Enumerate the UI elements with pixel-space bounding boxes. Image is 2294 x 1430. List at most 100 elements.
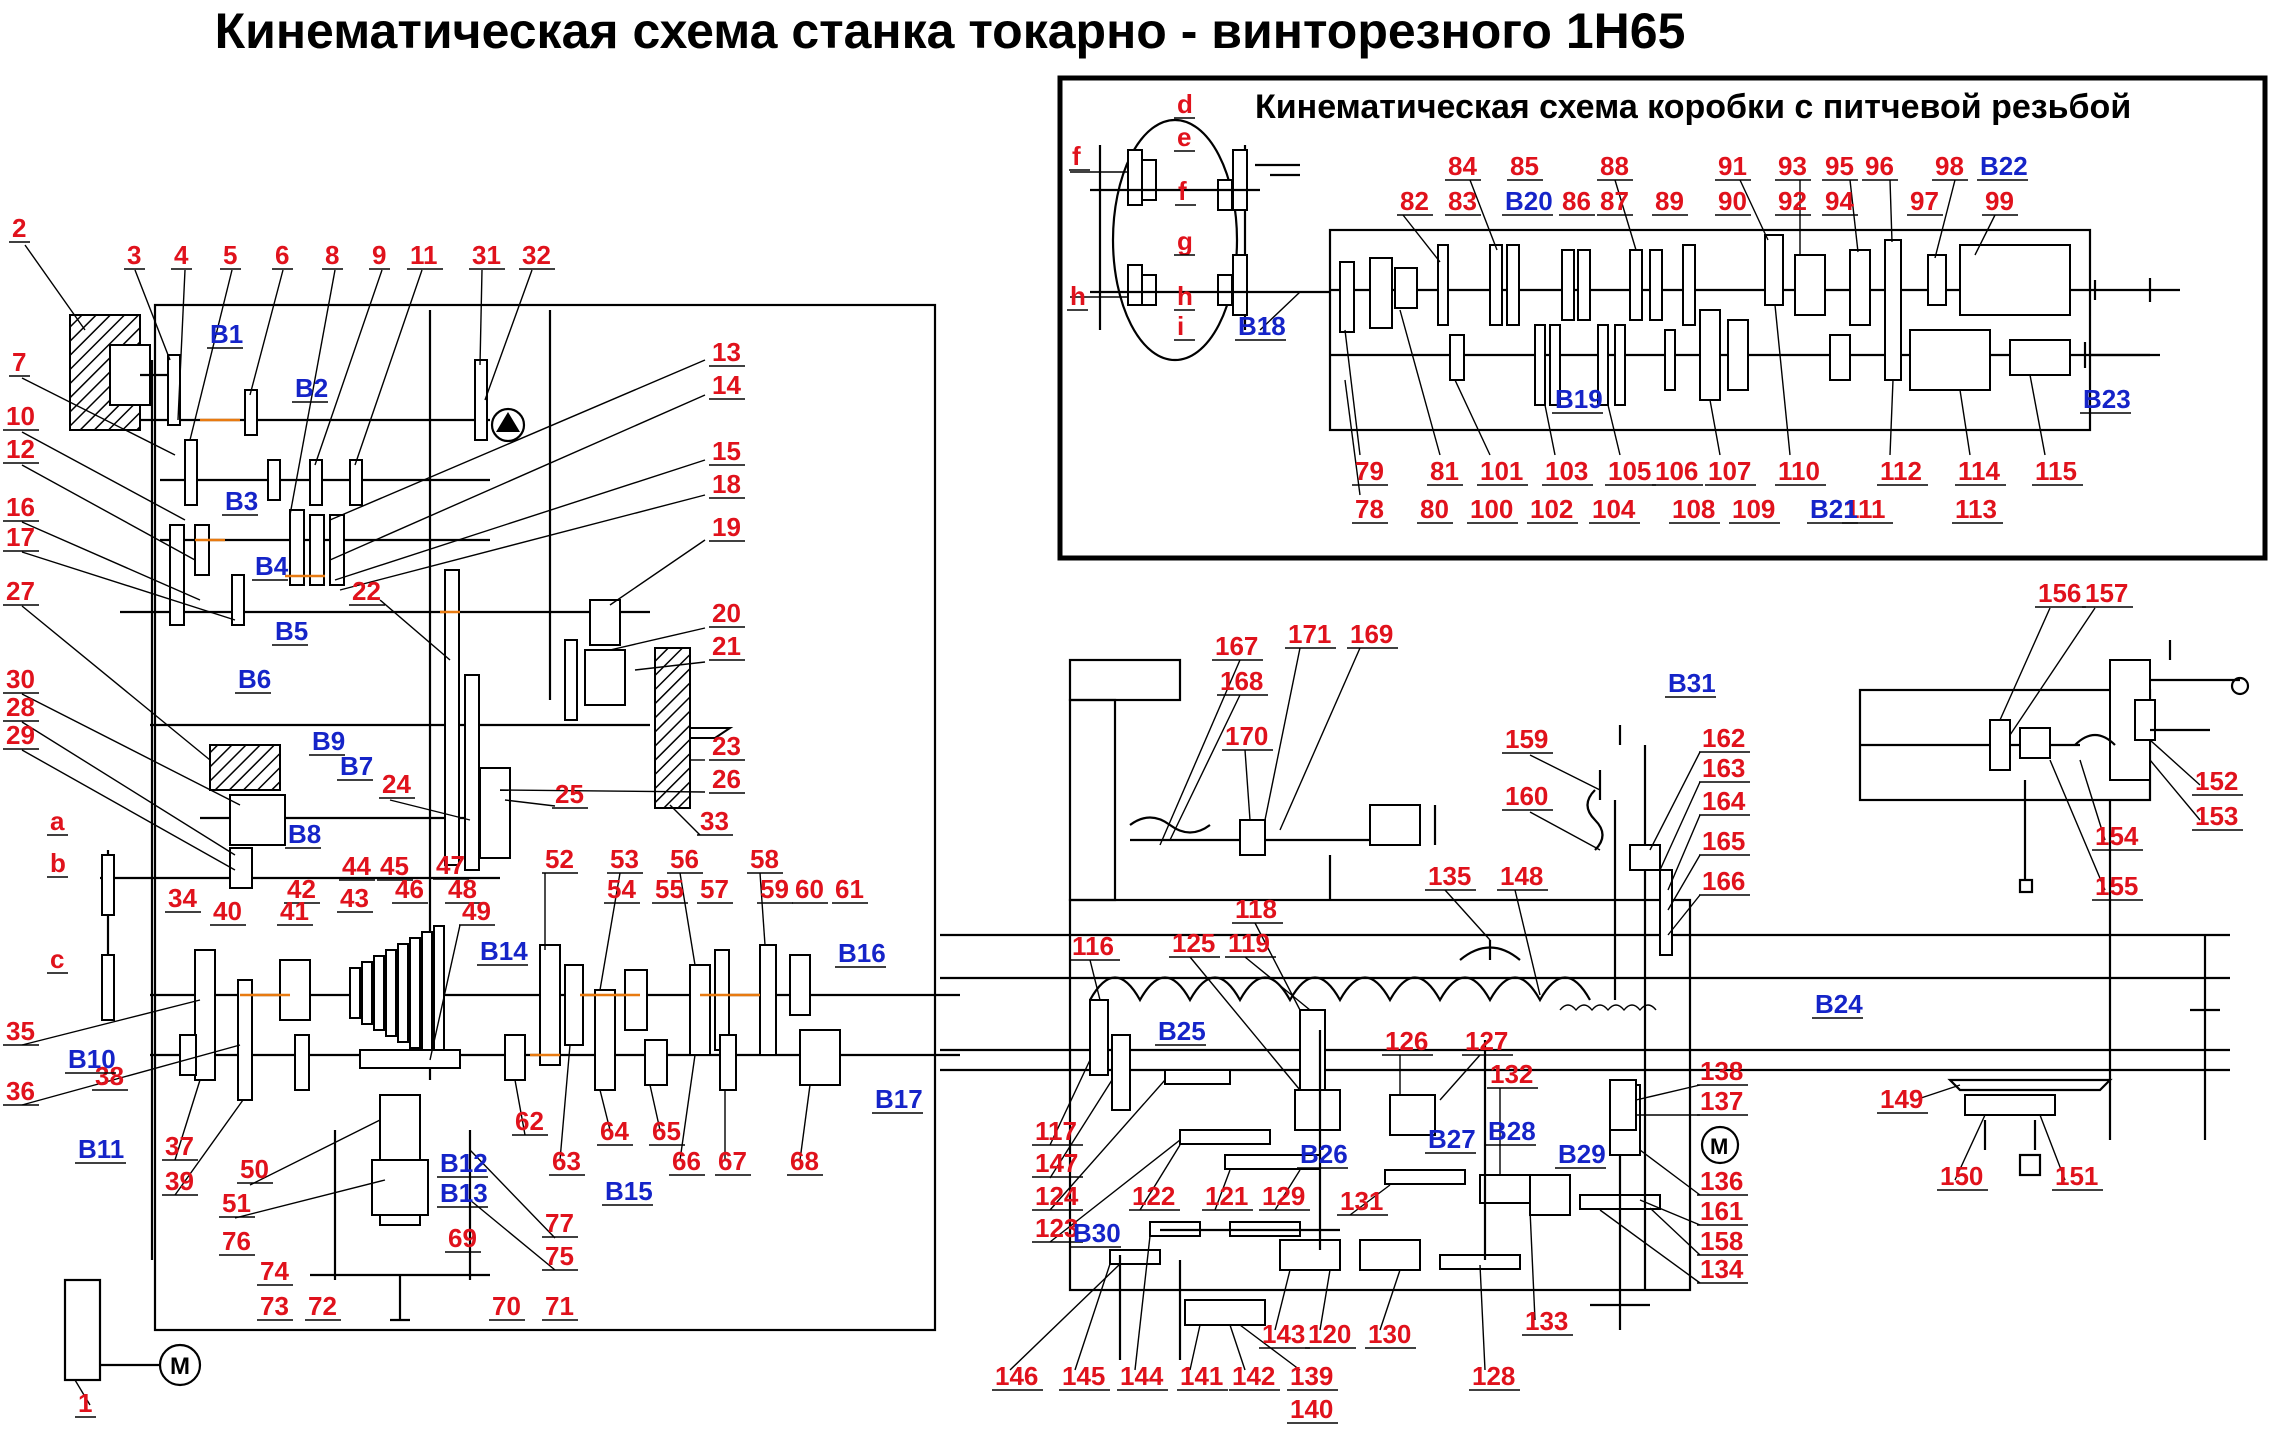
part-label: 51 xyxy=(222,1188,251,1218)
part-label: 72 xyxy=(308,1291,337,1321)
part-label: c xyxy=(50,944,64,974)
shaft-label: B10 xyxy=(68,1044,116,1074)
part-label: 150 xyxy=(1940,1161,1983,1191)
part-label: 76 xyxy=(222,1226,251,1256)
inset-part-label: 114 xyxy=(1958,456,2000,486)
inset-part-label: 93 xyxy=(1778,151,1807,181)
part-label: 69 xyxy=(448,1223,477,1253)
spindle-chuck xyxy=(654,647,691,809)
part-label: 73 xyxy=(260,1291,289,1321)
part-label: 70 xyxy=(492,1291,521,1321)
part-label: 43 xyxy=(340,883,369,913)
inset-part-label: h xyxy=(1177,281,1193,311)
shaft-label: B26 xyxy=(1300,1139,1348,1169)
part-label: 46 xyxy=(395,874,424,904)
inset-part-label: 84 xyxy=(1448,151,1477,181)
part-label: 162 xyxy=(1702,723,1745,753)
inset-part-label: 82 xyxy=(1400,186,1429,216)
part-label: 36 xyxy=(6,1076,35,1106)
part-label: 143 xyxy=(1262,1319,1305,1349)
part-label: 7 xyxy=(12,347,26,377)
part-label: 125 xyxy=(1172,928,1215,958)
shaft-label: B8 xyxy=(288,819,321,849)
shaft-label: B3 xyxy=(225,486,258,516)
part-label: 74 xyxy=(260,1256,289,1286)
part-label: 1 xyxy=(78,1388,92,1418)
part-label: 153 xyxy=(2195,801,2238,831)
part-label: 129 xyxy=(1262,1181,1305,1211)
inset-part-label: 106 xyxy=(1655,456,1698,486)
inset-part-label: d xyxy=(1177,89,1193,119)
part-label: 32 xyxy=(522,240,551,270)
inset-shaft-label: B19 xyxy=(1555,384,1603,414)
inset-shaft-label: B22 xyxy=(1980,151,2028,181)
part-label: 66 xyxy=(672,1146,701,1176)
inset-part-label: 97 xyxy=(1910,186,1939,216)
inset-part-label: 108 xyxy=(1672,494,1715,524)
inset-part-label: f xyxy=(1178,176,1187,206)
part-label: 134 xyxy=(1700,1254,1744,1284)
part-label: 130 xyxy=(1368,1319,1411,1349)
part-label: 24 xyxy=(382,769,411,799)
shaft-label: B29 xyxy=(1558,1139,1606,1169)
part-label: 128 xyxy=(1472,1361,1515,1391)
part-label: 137 xyxy=(1700,1086,1743,1116)
inset-shaft-label: B23 xyxy=(2083,384,2131,414)
shaft-label: B4 xyxy=(255,551,289,581)
inset-part-label: 78 xyxy=(1355,494,1384,524)
part-label: 144 xyxy=(1120,1361,1164,1391)
part-label: 20 xyxy=(712,598,741,628)
diagram-title: Кинематическая схема станка токарно - ви… xyxy=(214,3,1686,59)
part-label: 42 xyxy=(287,874,316,904)
inset-part-label: e xyxy=(1177,122,1191,152)
part-label: 33 xyxy=(700,806,729,836)
inset-part-label: 101 xyxy=(1480,456,1523,486)
inset-part-label: 95 xyxy=(1825,151,1854,181)
part-label: 122 xyxy=(1132,1181,1175,1211)
part-label: 116 xyxy=(1072,931,1114,961)
apron-motor-symbol xyxy=(1700,1125,1740,1165)
part-label: 27 xyxy=(6,576,35,606)
part-label: 170 xyxy=(1225,721,1268,751)
part-label: 156 xyxy=(2038,578,2081,608)
part-label: b xyxy=(50,848,66,878)
inset-part-label: 89 xyxy=(1655,186,1684,216)
part-label: 48 xyxy=(448,874,477,904)
part-label: 164 xyxy=(1702,786,1746,816)
inset-part-label: 115 xyxy=(2035,456,2077,486)
part-label: 149 xyxy=(1880,1084,1923,1114)
part-label: 141 xyxy=(1180,1361,1223,1391)
part-label: 77 xyxy=(545,1208,574,1238)
inset-part-label: 99 xyxy=(1985,186,2014,216)
part-label: 158 xyxy=(1700,1226,1743,1256)
inset-frame xyxy=(1057,75,2268,561)
part-label: 146 xyxy=(995,1361,1038,1391)
part-label: 60 xyxy=(795,874,824,904)
apron-motor-label: M xyxy=(1710,1134,1728,1159)
shaft-label: B6 xyxy=(238,664,271,694)
inset-part-label: 104 xyxy=(1592,494,1636,524)
part-label: 23 xyxy=(712,731,741,761)
part-label: 159 xyxy=(1505,724,1548,754)
inset-gearbox-scheme: Кинематическая схема коробки с питчевой … xyxy=(1057,75,2268,561)
part-label: 152 xyxy=(2195,766,2238,796)
part-label: 25 xyxy=(555,779,584,809)
part-label: 21 xyxy=(712,631,741,661)
inset-part-label: 92 xyxy=(1778,186,1807,216)
inset-part-label: 109 xyxy=(1732,494,1775,524)
shaft-label: B16 xyxy=(838,938,886,968)
part-label: 71 xyxy=(545,1291,574,1321)
part-label: 133 xyxy=(1525,1306,1568,1336)
inset-part-label: 90 xyxy=(1718,186,1747,216)
part-label: 5 xyxy=(223,240,237,270)
inset-part-label: 107 xyxy=(1708,456,1751,486)
inset-part-label: 88 xyxy=(1600,151,1629,181)
part-label: 126 xyxy=(1385,1026,1428,1056)
part-label: 120 xyxy=(1308,1319,1351,1349)
part-label: 118 xyxy=(1235,894,1277,924)
part-label: 54 xyxy=(607,874,636,904)
part-label: 61 xyxy=(835,874,864,904)
